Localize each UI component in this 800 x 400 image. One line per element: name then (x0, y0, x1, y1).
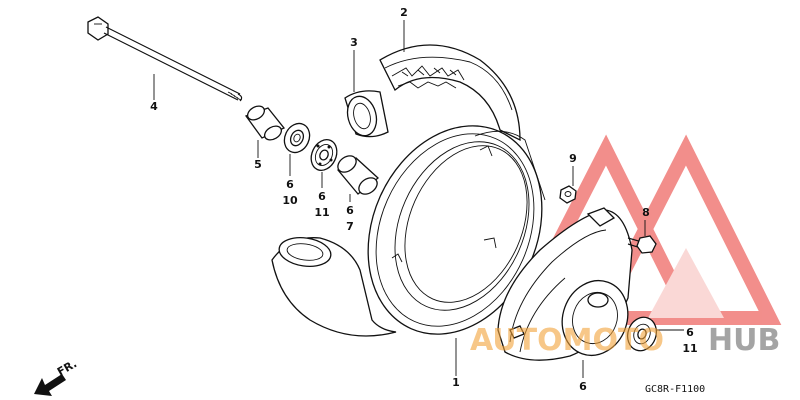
callout-spacer: 6 (346, 204, 354, 217)
direction-label: FR. (55, 357, 79, 378)
callout-collar: 5 (254, 158, 262, 171)
watermark-brand-right: HUB (708, 323, 780, 358)
front-direction-arrow: FR. (34, 357, 79, 396)
flange-bolt (627, 235, 657, 254)
callout-bolt: 8 (642, 206, 650, 219)
tire-lower (271, 237, 397, 337)
tire (379, 44, 521, 142)
callout-seal-left-sub: 10 (282, 194, 298, 207)
wheel-hub (497, 207, 633, 361)
callout-bearing-left: 6 (318, 190, 326, 203)
callout-tire: 2 (400, 6, 408, 19)
callout-bearing-right: 6 (686, 326, 694, 339)
watermark-triangle-inner (648, 248, 724, 318)
callout-seal-left: 6 (286, 178, 294, 191)
callout-bearing-left-sub: 11 (314, 206, 329, 219)
dust-seal-left (283, 122, 311, 154)
callout-bearing-right-sub: 11 (682, 342, 697, 355)
callout-rim: 1 (452, 376, 460, 389)
collar (244, 105, 286, 141)
bearing-right (626, 316, 658, 352)
watermark-brand-left: AUTOMOTO (470, 323, 664, 358)
bearing-left (310, 138, 338, 172)
diagram-code: GC8R-F1100 (645, 384, 705, 395)
callout-hub: 6 (579, 380, 587, 393)
callout-spacer-sub: 7 (346, 220, 354, 233)
callout-tube: 3 (350, 36, 358, 49)
nut (559, 185, 577, 204)
watermark-text: AUTOMOTO HUB (470, 323, 780, 358)
callout-labels: 2 3 4 5 6 10 6 11 6 7 9 8 1 6 6 11 (150, 6, 697, 393)
callout-nut: 9 (569, 152, 577, 165)
wheel-rim (367, 125, 546, 335)
distance-spacer (337, 155, 380, 195)
leader-lines (153, 20, 684, 378)
axle (87, 16, 243, 102)
inner-tube (344, 90, 389, 138)
callout-axle: 4 (150, 100, 158, 113)
